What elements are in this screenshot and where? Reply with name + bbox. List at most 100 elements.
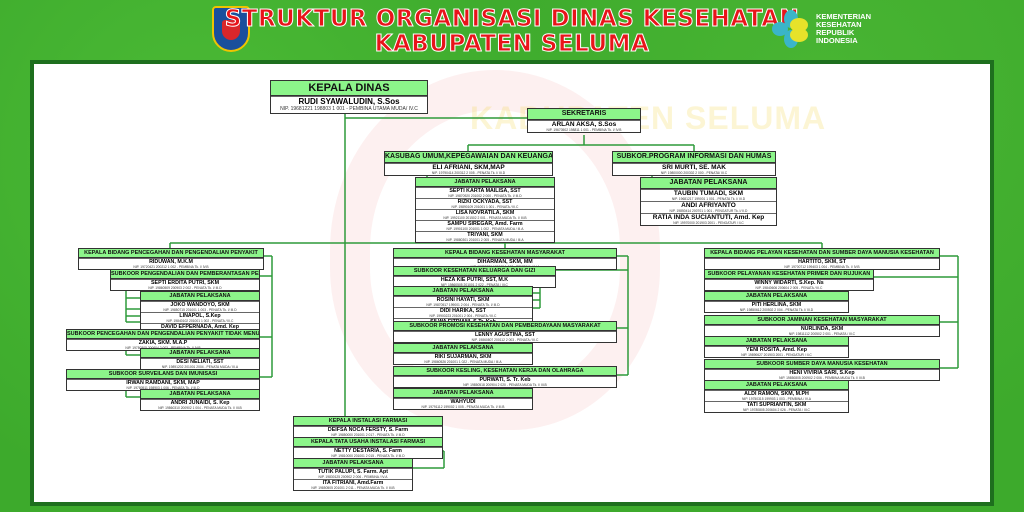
member-name: ITA FITRIANI, Amd.Farm [322,480,384,486]
box-title: SUBKOOR SURVEILANS DAN IMUNISASI [67,370,259,379]
member-name: TRIYANI, SKM [467,232,503,238]
member-nip: NIP. 19860310 200902 1 004 - PENATA MUDA… [158,406,242,410]
member-name: RIDUWAN, M.K.M [149,259,193,265]
page-title: STRUKTUR ORGANISASI DINAS KESEHATAN [224,6,800,33]
member-nip: NIP. 19780805 200604 2 026 - PENATA / II… [743,408,810,412]
box-title: KASUBAG UMUM,KEPEGAWAIAN DAN KEUANGAN [385,152,552,163]
box-title: JABATAN PELAKSANA [705,292,848,301]
member-name: DESI NELIATI, SST [176,359,224,365]
member-nip: NIP. 19840102 201001 1 002 - PENATA / II… [166,319,234,323]
regency-logo [212,6,250,52]
member-nip: NIP. 19750315 199903 1 003 - PEMBINA / I… [742,397,811,401]
box-title: SUBKOOR PENCEGAHAN DAN PENGENDALIAN PENY… [67,330,259,339]
page-subtitle: KABUPATEN SELUMA [374,31,650,58]
box-title: JABATAN PELAKSANA [141,292,259,301]
member-name: TUTIK PALUPI, S. Farm. Apt [317,469,389,475]
box-title: JABATAN PELAKSANA [294,459,412,468]
member-nip: NIP. 19860509 200903 2 002 - PENATA Tk. … [148,286,222,290]
box-title: SUBKOR.PROGRAM INFORMASI DAN HUMAS [613,152,775,163]
member-name: ARLAN AKSA, S.Sos [551,121,617,128]
box-title: SUBKOOR PELAYANAN KESEHATAN PRIMER DAN R… [705,270,873,279]
box-title: JABATAN PELAKSANA [705,381,848,390]
member-nip: NIP. 19830125 200902 2 006 - PEMBINA / I… [318,475,388,479]
org-box-sub-promkes: SUBKOOR PROMOSI KESEHATAN DAN PEMBERDAYA… [393,321,617,343]
member-nip: NIP. 19880301 201001 2 005 - PENATA MUDA… [446,238,524,242]
box-title: JABATAN PELAKSANA [705,337,848,346]
member-nip: NIP. 19681221 198803 1 001 - PEMBINA UTA… [280,106,418,112]
member-nip: NIP. 19791112 199002 1 005 - PENATA MUDA… [421,405,505,409]
member-name: WAHYUDI [450,399,476,405]
member-nip: NIP. 19850000 201001 2 017 - PENATA Tk. … [331,433,405,437]
box-title: SUBKOOR KESLING, KESEHATAN KERJA DAN OLA… [394,367,616,376]
member-name: ROSINI HAYATI, SKM [436,297,490,303]
member-nip: NIP. 19870517 199001 2 004 - PENATA Tk. … [426,303,500,307]
box-title: SEKRETARIS [528,109,640,120]
box-title: SUBKOOR SUMBER DAYA MANUSIA KESEHATAN [705,360,939,369]
kemenkes-text: KEMENTERIAN [816,12,872,21]
kemenkes-text: INDONESIA [816,36,858,45]
kemenkes-logo: KEMENTERIAN KESEHATAN REPUBLIK INDONESIA [770,8,871,50]
org-box-sub-ppm: SUBKOOR PENGENDALIAN DAN PEMBERANTASAN P… [110,269,260,291]
member-nip: NIP. 19811112 200502 2 001 - PENATA / II… [788,332,856,336]
member-nip: NIP. 19970000 201903 2001 - PENGATUR / I… [673,221,744,225]
member-name: HARTITO, SKM, ST [798,259,846,265]
member-name: LINAPOL, S.Kep [179,313,221,319]
member-nip: NIP. 19890627 201903 2001 - PENGATUR / I… [741,353,812,357]
member-name: PITI HERLINA, SKM [751,302,802,308]
member-nip: NIP. 19901100 201001 1 002 - PENATA MUDA… [446,227,524,231]
box-title: KEPALA BIDANG PENCEGAHAN DAN PENGENDALIA… [79,249,263,258]
box-title: JABATAN PELAKSANA [394,344,532,353]
org-box-bidang-yankes: KEPALA BIDANG PELAYAN KESEHATAN DAN SUMB… [704,248,940,270]
box-title: JABATAN PELAKSANA [641,178,776,189]
member-nip: NIP. 19850805 200902 2 006 - PEMBINA MUD… [779,376,865,380]
member-name: NETTY DESTARIA, S. Farm [334,448,402,454]
box-title: SUBKOOR JAMINAN KESEHATAN MASYARAKAT [705,316,939,325]
box-title: SUBKOOR PROMOSI KESEHATAN DAN PEMBERDAYA… [394,322,616,331]
box-title: JABATAN PELAKSANA [141,390,259,399]
member-name: YENI ROSITA, Amd. Kep [746,347,807,353]
box-title: KEPALA INSTALASI FARMASI [294,417,442,426]
member-nip: NIP. 19891202 201001 2004 - PENATA MUDA … [161,365,239,369]
member-name: RIKI SUJARMAN, SKM [434,354,492,360]
member-name: SRI MURTI, SE. MAK [662,164,726,171]
member-nip: NIP. 19681217 199001 1 001 - PENATA Tk. … [671,197,746,201]
member-nip: NIP. 19870920 201002 2 000 - PENATA Tk. … [448,194,522,198]
member-name: DIDI HARIKA, SST [440,308,486,314]
member-nip: NIP. 19700712 199403 1 004 - PEMBINA Tk.… [784,265,860,269]
kemenkes-mark-icon [770,8,812,50]
member-nip: NIP. 19850505 201001 2 011 - PENATA MUDA… [311,486,395,490]
member-nip: NIP. 19860526 201001 1 022 - PENATA MUDA… [424,360,502,364]
